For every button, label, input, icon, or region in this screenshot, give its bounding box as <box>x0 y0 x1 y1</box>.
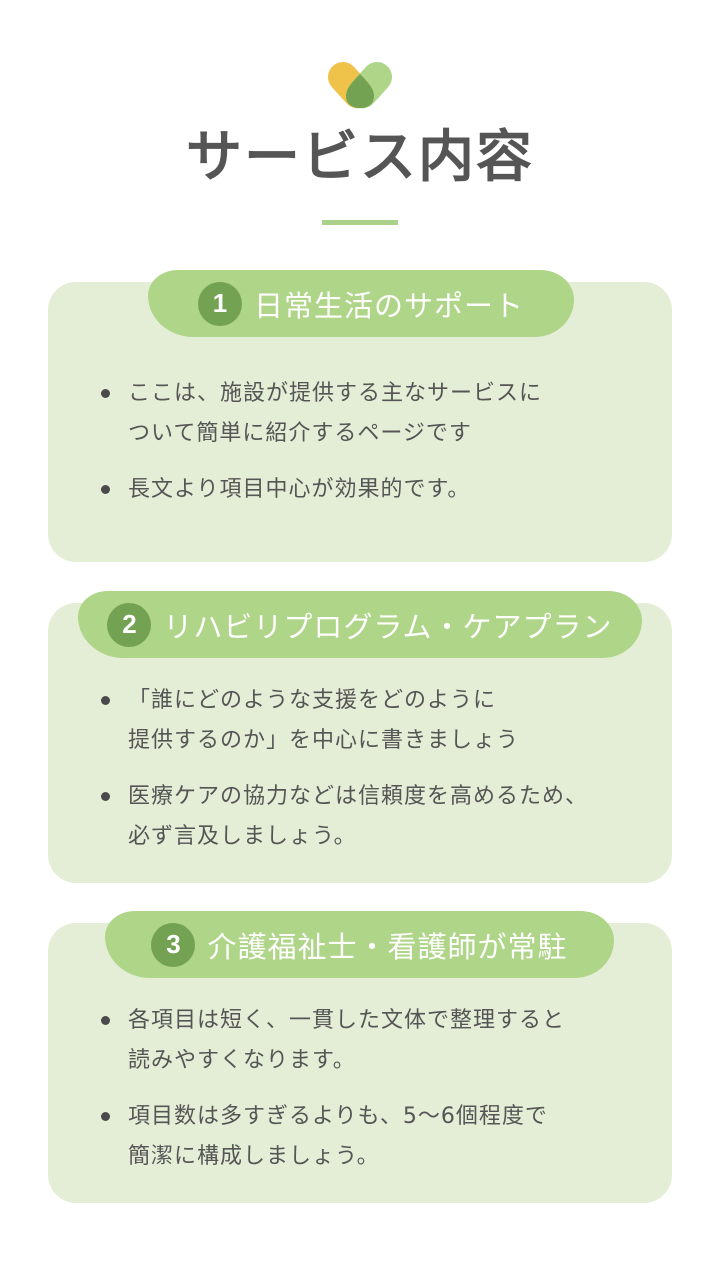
bullet-icon <box>101 1016 110 1025</box>
section-title: 介護福祉士・看護師が常駐 <box>207 929 568 964</box>
section-number-badge: 2 <box>107 602 152 647</box>
section-number-badge: 1 <box>197 281 242 326</box>
list-item: ここは、施設が提供する主なサービスに ついて簡単に紹介するページです <box>98 374 632 454</box>
list-item: 長文より項目中心が効果的です。 <box>98 470 632 510</box>
list-item: 「誰にどのような支援をどのように 提供するのか」を中心に書きましょう <box>98 681 632 761</box>
list-item: 各項目は短く、一貫した文体で整理すると 読みやすくなります。 <box>98 1001 632 1081</box>
service-3-list: 各項目は短く、一貫した文体で整理すると 読みやすくなります。 項目数は多すぎるよ… <box>98 1001 632 1193</box>
bullet-icon <box>101 389 110 398</box>
section-title: 日常生活のサポート <box>253 288 524 323</box>
section-header-3: 3 介護福祉士・看護師が常駐 <box>105 911 614 978</box>
section-title: リハビリプログラム・ケアプラン <box>163 609 613 644</box>
list-item: 項目数は多すぎるよりも、5〜6個程度で 簡潔に構成しましょう。 <box>98 1097 632 1177</box>
bullet-icon <box>101 792 110 801</box>
section-number-badge: 3 <box>151 922 196 967</box>
title-divider <box>322 220 398 225</box>
list-item: 医療ケアの協力などは信頼度を高めるため、 必ず言及しましょう。 <box>98 777 632 857</box>
bullet-icon <box>101 485 110 494</box>
page-title: サービス内容 <box>186 125 534 190</box>
service-2-list: 「誰にどのような支援をどのように 提供するのか」を中心に書きましょう 医療ケアの… <box>98 681 632 873</box>
bullet-icon <box>101 696 110 705</box>
heart-logo-icon <box>328 61 392 109</box>
bullet-icon <box>101 1112 110 1121</box>
section-header-1: 1 日常生活のサポート <box>148 270 574 337</box>
service-1-list: ここは、施設が提供する主なサービスに ついて簡単に紹介するページです 長文より項… <box>98 374 632 526</box>
section-header-2: 2 リハビリプログラム・ケアプラン <box>78 591 642 658</box>
